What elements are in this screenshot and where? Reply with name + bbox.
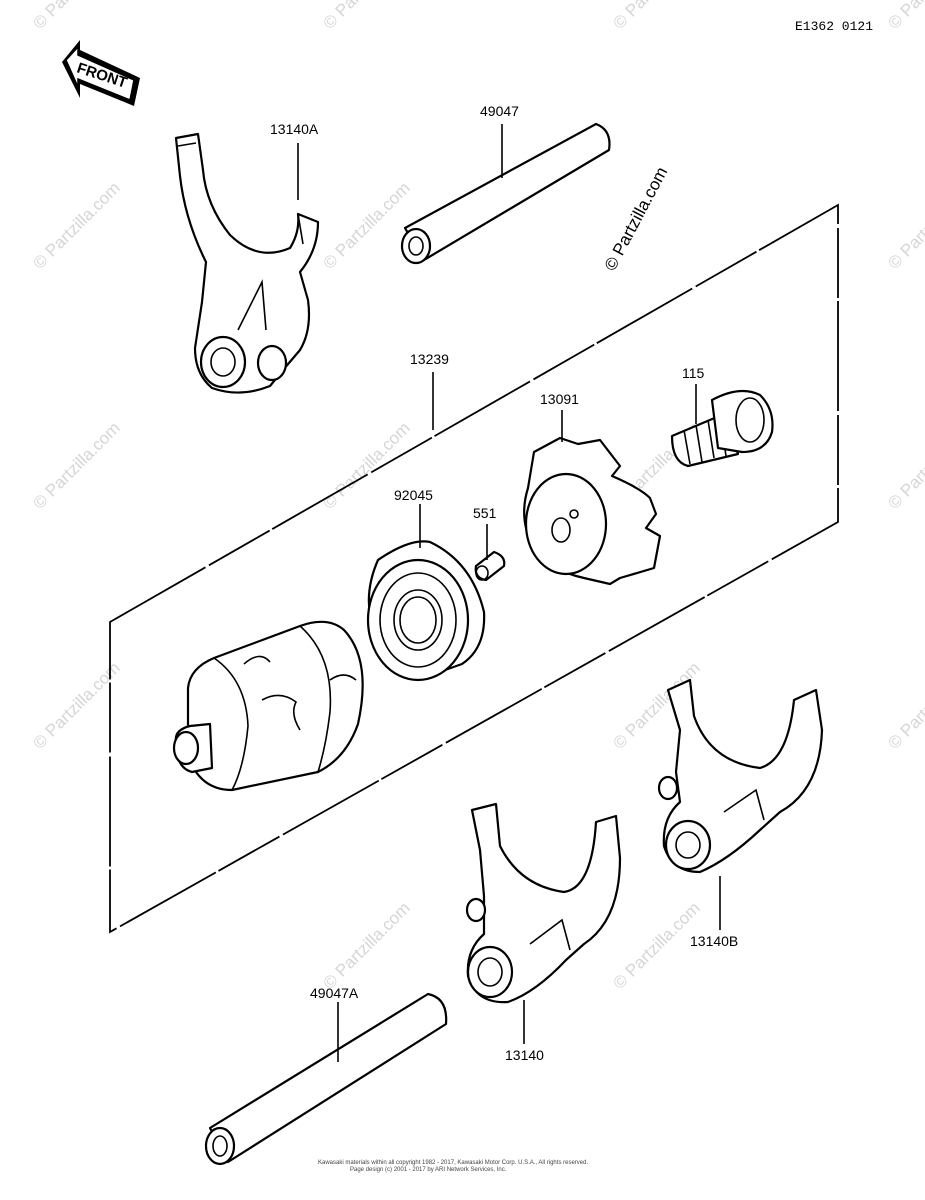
watermark: © Partzilla.com bbox=[609, 0, 703, 33]
partzilla-watermark: © Partzilla.com bbox=[601, 164, 672, 274]
front-arrow-icon: FRONT bbox=[62, 40, 140, 106]
callout-49047a: 49047A bbox=[310, 985, 359, 1001]
assembly-frame bbox=[109, 203, 839, 934]
watermark: © Partzilla.com bbox=[884, 178, 925, 272]
shift-fork-13140b bbox=[657, 678, 824, 874]
shift-drum bbox=[172, 620, 364, 792]
callout-13091: 13091 bbox=[540, 391, 579, 407]
shift-fork-13140 bbox=[465, 802, 622, 1004]
watermark: © Partzilla.com bbox=[29, 418, 123, 512]
footer-copyright: Kawasaki materials within all copyright … bbox=[318, 1160, 588, 1166]
callout-49047: 49047 bbox=[480, 103, 519, 119]
watermark: © Partzilla.com bbox=[319, 178, 413, 272]
callout-92045: 92045 bbox=[394, 487, 433, 503]
callout-13140: 13140 bbox=[505, 1047, 544, 1063]
callout-13239: 13239 bbox=[410, 351, 449, 367]
callout-115: 115 bbox=[682, 365, 705, 381]
bolt-115 bbox=[670, 389, 774, 468]
watermark: © Partzilla.com bbox=[319, 0, 413, 33]
watermark: © Partzilla.com bbox=[884, 658, 925, 752]
shift-rod-49047 bbox=[400, 122, 611, 265]
callout-13140b: 13140B bbox=[690, 933, 738, 949]
watermark: © Partzilla.com bbox=[884, 418, 925, 512]
callout-13140a: 13140A bbox=[270, 121, 319, 137]
watermark: © Partzilla.com bbox=[319, 898, 413, 992]
ball-bearing-92045 bbox=[366, 540, 486, 682]
watermark: © Partzilla.com bbox=[29, 178, 123, 272]
watermark: © Partzilla.com bbox=[884, 0, 925, 33]
footer-page-design: Page design (c) 2001 - 2017 by ARI Netwo… bbox=[350, 1167, 507, 1173]
watermark: © Partzilla.com bbox=[29, 0, 123, 33]
shift-drum-plate-13091 bbox=[523, 436, 662, 586]
shift-fork-13140a bbox=[174, 132, 320, 394]
watermark-layer: © Partzilla.com © Partzilla.com © Partzi… bbox=[29, 0, 925, 993]
shift-rod-49047a bbox=[204, 992, 448, 1166]
diagram-code: E1362 0121 bbox=[795, 19, 873, 34]
callout-551: 551 bbox=[473, 505, 497, 521]
dowel-pin-551 bbox=[474, 550, 506, 582]
